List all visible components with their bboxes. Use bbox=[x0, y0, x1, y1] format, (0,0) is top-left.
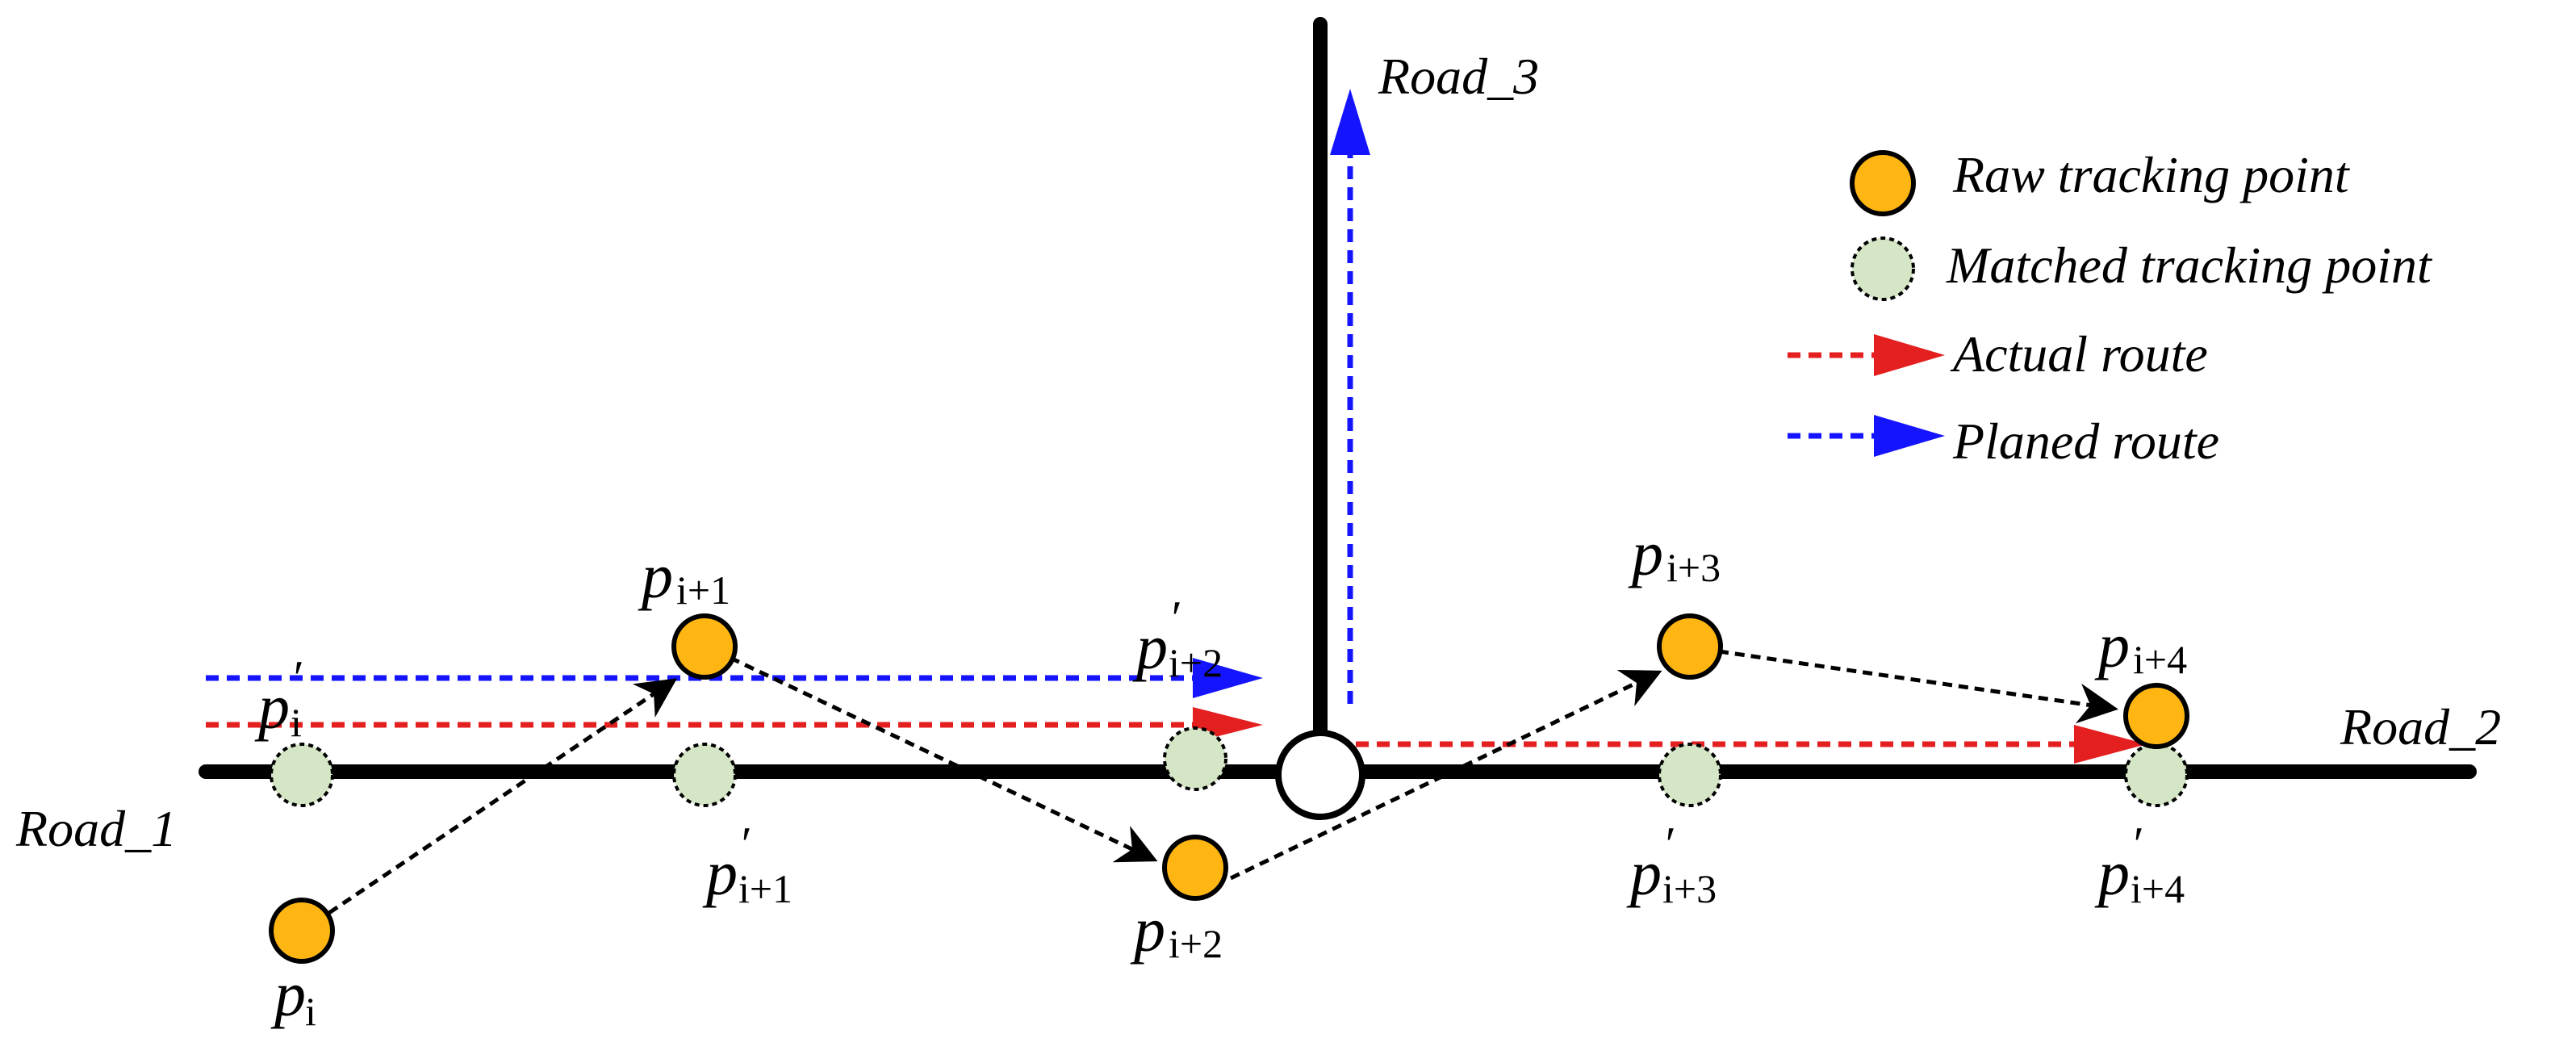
transition-i-to-i1 bbox=[301, 678, 678, 933]
svg-text:p: p bbox=[1132, 612, 1168, 682]
svg-text:p: p bbox=[1628, 518, 1663, 588]
matched-point-i4 bbox=[2124, 743, 2189, 807]
matched-point-i bbox=[270, 743, 334, 807]
svg-text:p: p bbox=[1130, 894, 1165, 965]
svg-text:p: p bbox=[702, 838, 738, 908]
raw-point-i1 bbox=[671, 613, 738, 680]
raw-point-i2 bbox=[1162, 835, 1228, 901]
label-matched-i2: p ′ i+2 bbox=[1132, 592, 1223, 685]
label-raw-i4: p i+4 bbox=[2094, 610, 2187, 682]
planned-route-arrowhead-vertical bbox=[1330, 89, 1370, 155]
label-matched-i3: p ′ i+3 bbox=[1626, 818, 1717, 911]
legend-planned-label: Planed route bbox=[1952, 412, 2219, 470]
legend-actual-label: Actual route bbox=[1950, 325, 2208, 383]
legend-actual-route-arrowhead bbox=[1874, 334, 1945, 376]
planned-route-arrowhead-horizontal bbox=[1193, 658, 1263, 698]
road-1-label: Road_1 bbox=[15, 800, 177, 857]
svg-text:′: ′ bbox=[1662, 818, 1674, 871]
label-raw-i1: p i+1 bbox=[638, 541, 730, 613]
legend-matched-point-icon bbox=[1850, 236, 1915, 301]
svg-text:i: i bbox=[291, 700, 302, 745]
svg-text:i+2: i+2 bbox=[1169, 921, 1223, 966]
transition-i2-to-i3 bbox=[1229, 669, 1662, 881]
svg-text:i+3: i+3 bbox=[1662, 866, 1717, 911]
actual-route-arrowhead-2 bbox=[2074, 725, 2147, 764]
matched-point-i3 bbox=[1658, 743, 1722, 807]
legend-planned-route-arrowhead bbox=[1874, 415, 1945, 457]
road-3-label: Road_3 bbox=[1378, 48, 1539, 105]
label-raw-i2: p i+2 bbox=[1130, 894, 1223, 966]
svg-text:i+3: i+3 bbox=[1666, 545, 1721, 590]
raw-point-i4 bbox=[2123, 683, 2189, 749]
label-raw-i3: p i+3 bbox=[1628, 518, 1721, 590]
svg-text:p: p bbox=[254, 672, 290, 742]
road-2-label: Road_2 bbox=[2340, 698, 2501, 756]
svg-text:′: ′ bbox=[738, 818, 750, 871]
transition-i3-to-i4 bbox=[1718, 649, 2118, 724]
svg-text:i+1: i+1 bbox=[676, 567, 730, 613]
intersection-node bbox=[1275, 730, 1365, 820]
matched-point-i1 bbox=[672, 743, 737, 807]
svg-text:p: p bbox=[1626, 838, 1662, 908]
svg-text:p: p bbox=[2094, 610, 2130, 680]
svg-text:i+1: i+1 bbox=[738, 866, 792, 911]
svg-text:′: ′ bbox=[291, 651, 302, 705]
label-matched-i4: p ′ i+4 bbox=[2094, 818, 2185, 911]
transition-i1-to-i2 bbox=[729, 655, 1158, 863]
legend-raw-point-icon bbox=[1850, 150, 1916, 216]
raw-point-i3 bbox=[1657, 613, 1723, 680]
svg-text:i+2: i+2 bbox=[1169, 640, 1223, 685]
label-raw-i: p i bbox=[270, 959, 316, 1034]
raw-transitions bbox=[301, 649, 2118, 933]
svg-text:i+4: i+4 bbox=[2131, 866, 2185, 911]
svg-text:p: p bbox=[2094, 838, 2130, 908]
svg-text:′: ′ bbox=[1169, 592, 1180, 645]
legend-matched-label: Matched tracking point bbox=[1946, 236, 2433, 294]
svg-text:i+4: i+4 bbox=[2133, 637, 2187, 682]
legend-raw-label: Raw tracking point bbox=[1952, 146, 2351, 203]
label-matched-i1: p ′ i+1 bbox=[702, 818, 792, 911]
svg-text:′: ′ bbox=[2131, 818, 2142, 871]
matched-point-i2 bbox=[1163, 726, 1227, 791]
svg-text:p: p bbox=[638, 541, 673, 611]
label-matched-i: p ′ i bbox=[254, 651, 302, 745]
raw-point-i bbox=[269, 898, 335, 964]
svg-text:p: p bbox=[270, 959, 306, 1029]
legend: Raw tracking point Matched tracking poin… bbox=[1788, 146, 2433, 470]
svg-text:i: i bbox=[305, 989, 316, 1034]
